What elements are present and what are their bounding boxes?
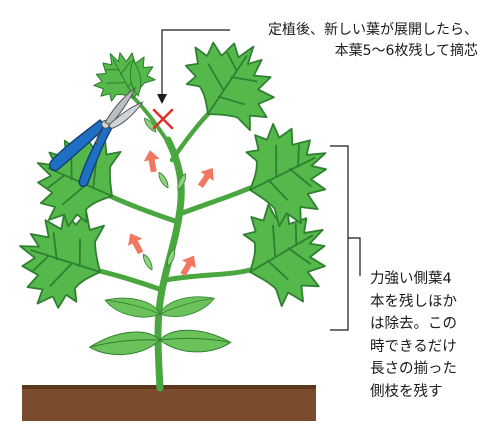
callout-line: 定植後、新しい葉が展開したら、 xyxy=(268,22,478,38)
side-branch xyxy=(169,109,213,163)
soil-bed xyxy=(22,385,316,421)
pruning-shears-icon xyxy=(49,86,144,188)
callout-line: は除去。この xyxy=(370,316,457,332)
callout-bracket-right xyxy=(330,145,361,331)
growth-arrow-icon xyxy=(193,163,220,191)
callout-line: 側枝を残す xyxy=(370,383,443,400)
serrated-leaf xyxy=(16,115,135,242)
apex-leaf xyxy=(130,58,142,97)
growth-arrow-icon xyxy=(123,229,148,257)
callout-line: 本を残しほか xyxy=(370,293,457,310)
leader-arrowhead xyxy=(157,94,167,104)
oval-leaf xyxy=(158,324,233,359)
callout-pinch-instruction: 定植後、新しい葉が展開したら、 本葉5～6枚残して摘芯 xyxy=(232,20,478,62)
callout-side-shoot-instruction: 力強い側葉4 本を残しほか は除去。この 時できるだけ 長さの揃った 側枝を残す xyxy=(370,268,457,403)
axillary-bud xyxy=(156,170,171,190)
oval-leaf xyxy=(103,295,162,320)
cut-x-icon xyxy=(152,108,174,130)
callout-line: 本葉5～6枚残して摘芯 xyxy=(334,43,478,59)
callout-leader-top xyxy=(161,29,230,96)
oval-leaf xyxy=(87,324,163,364)
side-branch xyxy=(130,94,170,144)
growth-arrow-icon xyxy=(142,148,162,174)
side-branch xyxy=(163,267,253,283)
side-branch xyxy=(177,185,253,217)
callout-line: 時できるだけ xyxy=(370,338,457,355)
oval-leaf xyxy=(157,293,217,320)
axillary-bud xyxy=(140,252,155,272)
side-branch xyxy=(93,267,165,293)
soil-surface xyxy=(22,385,316,389)
callout-line: 長さの揃った xyxy=(370,361,457,377)
callout-line: 力強い側葉4 xyxy=(370,271,452,287)
side-branch xyxy=(107,193,181,225)
